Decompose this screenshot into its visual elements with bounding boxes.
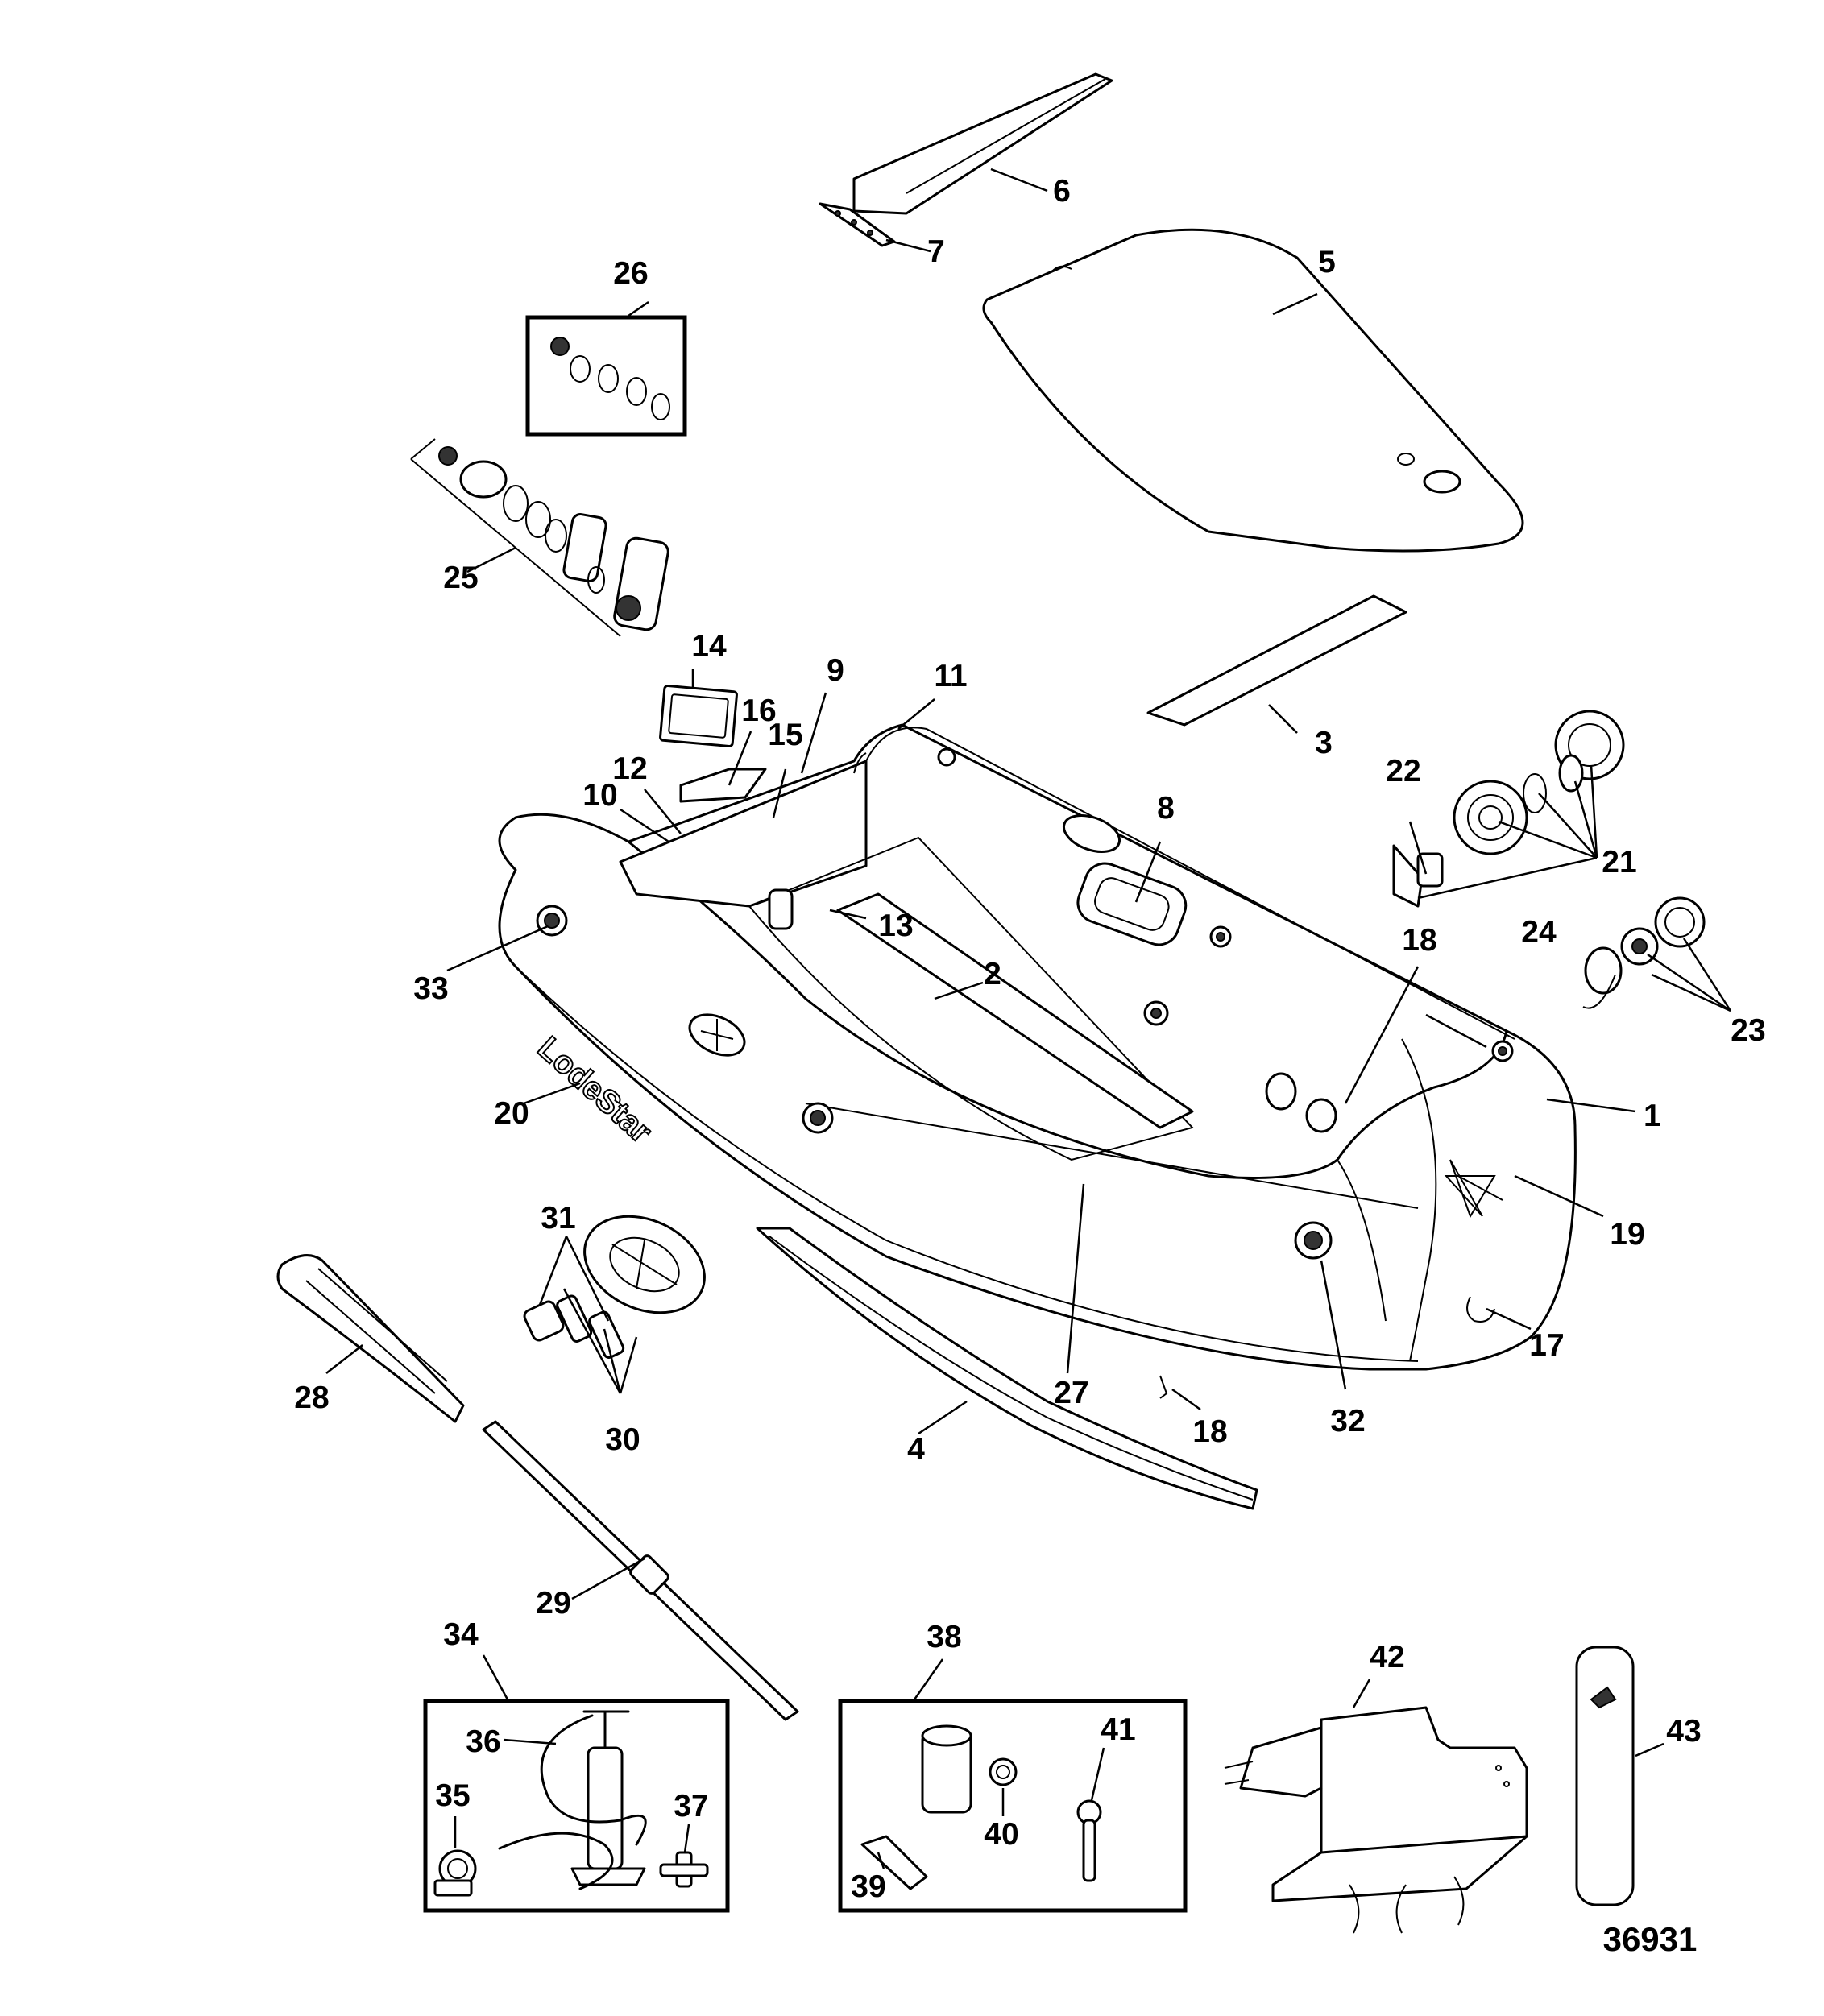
part-3-floor-strip bbox=[1146, 594, 1407, 727]
callout-7: 7 bbox=[927, 234, 945, 269]
callout-13: 13 bbox=[878, 909, 913, 943]
callout-39: 39 bbox=[851, 1869, 885, 1904]
part-22-valve-plug bbox=[1392, 844, 1444, 908]
callout-6: 6 bbox=[1053, 174, 1071, 209]
callout-43: 43 bbox=[1666, 1714, 1701, 1749]
callout-35: 35 bbox=[435, 1778, 470, 1813]
callout-33: 33 bbox=[413, 971, 448, 1006]
callout-16: 16 bbox=[741, 693, 776, 728]
part-38-repair-kit bbox=[838, 1699, 1188, 1913]
callout-40: 40 bbox=[984, 1817, 1018, 1852]
callout-26: 26 bbox=[613, 256, 648, 291]
callout-42: 42 bbox=[1370, 1640, 1404, 1674]
callout-36: 36 bbox=[466, 1724, 500, 1759]
callout-11: 11 bbox=[934, 659, 967, 693]
callout-28: 28 bbox=[294, 1381, 329, 1415]
callout-31: 31 bbox=[541, 1201, 575, 1236]
callout-4: 4 bbox=[907, 1432, 925, 1467]
callout-37: 37 bbox=[674, 1789, 708, 1824]
callout-32: 32 bbox=[1330, 1404, 1365, 1439]
part-16-bracket bbox=[679, 768, 767, 803]
part-42-boat-cover bbox=[1224, 1706, 1528, 1934]
callout-1: 1 bbox=[1644, 1099, 1661, 1133]
part-31-oarlock bbox=[583, 1215, 706, 1314]
part-23-drain-valve bbox=[1620, 896, 1706, 966]
callout-12: 12 bbox=[612, 751, 647, 786]
callout-10: 10 bbox=[582, 778, 617, 813]
callout-3: 3 bbox=[1315, 726, 1333, 760]
part-34-pump-kit bbox=[423, 1699, 730, 1913]
part-14-plate bbox=[659, 685, 738, 747]
callout-29: 29 bbox=[536, 1586, 570, 1621]
callout-30: 30 bbox=[605, 1422, 640, 1457]
part-24-drain-cap bbox=[1582, 946, 1623, 1009]
part-29-oar-shaft bbox=[482, 1420, 799, 1721]
callout-27: 27 bbox=[1054, 1376, 1088, 1410]
callout-14: 14 bbox=[691, 629, 727, 664]
callout-41: 41 bbox=[1101, 1712, 1135, 1747]
leader-lines bbox=[325, 168, 1732, 1869]
part-21-valve-stack bbox=[1453, 710, 1625, 855]
part-43-storage-bag bbox=[1575, 1646, 1635, 1906]
part-25-valve-assembly bbox=[410, 438, 669, 637]
callout-23: 23 bbox=[1731, 1013, 1765, 1048]
callout-25: 25 bbox=[443, 561, 478, 595]
part-26-seal-kit bbox=[525, 315, 687, 437]
callout-24: 24 bbox=[1521, 915, 1557, 950]
callout-21: 21 bbox=[1602, 845, 1636, 880]
part-1-inflatable-hull bbox=[498, 723, 1577, 1399]
part-5-floorboard bbox=[982, 228, 1524, 553]
callout-34: 34 bbox=[443, 1617, 479, 1652]
callout-8: 8 bbox=[1157, 791, 1175, 826]
part-28-oar-blade bbox=[276, 1254, 465, 1423]
callout-5: 5 bbox=[1318, 245, 1336, 279]
callout-22: 22 bbox=[1386, 754, 1420, 789]
part-4-keel-guard bbox=[756, 1227, 1258, 1510]
figure-id: 36931 bbox=[1603, 1920, 1698, 1958]
callout-19: 19 bbox=[1610, 1217, 1644, 1252]
callout-18-upper: 18 bbox=[1402, 923, 1436, 958]
callout-38: 38 bbox=[927, 1620, 961, 1654]
callout-18-lower: 18 bbox=[1192, 1414, 1227, 1449]
callout-labels: 1 2 3 4 5 6 7 8 9 10 11 12 13 14 15 16 1… bbox=[294, 174, 1765, 1904]
callout-17: 17 bbox=[1529, 1328, 1564, 1363]
part-6-transom-plate bbox=[852, 72, 1113, 215]
callout-9: 9 bbox=[827, 653, 844, 688]
callout-15: 15 bbox=[768, 718, 802, 752]
callout-2: 2 bbox=[984, 957, 1001, 991]
callout-20: 20 bbox=[494, 1096, 529, 1131]
